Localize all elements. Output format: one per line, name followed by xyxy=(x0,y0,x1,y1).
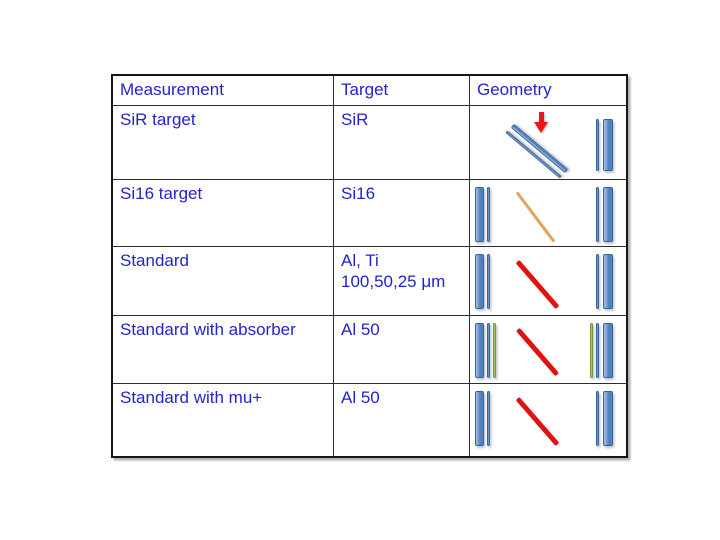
header-label: Target xyxy=(341,80,389,99)
header-cell-geometry: Geometry xyxy=(470,76,626,106)
detector-bar-thick-icon xyxy=(603,254,613,309)
target-label: Al, Ti xyxy=(341,251,379,270)
header-cell-measurement: Measurement xyxy=(113,76,334,106)
measurement-label: Standard with mu+ xyxy=(120,388,263,407)
measurement-label: SiR target xyxy=(120,110,196,129)
detector-bar-thin-icon xyxy=(487,187,490,242)
measurement-cell: Standard with absorber xyxy=(113,316,334,384)
geometry-diagram xyxy=(470,247,626,315)
detector-bar-thick-icon xyxy=(475,254,484,309)
target-line-icon xyxy=(515,327,560,377)
measurement-label: Si16 target xyxy=(120,184,203,203)
detector-bar-thick-icon xyxy=(475,187,484,242)
header-cell-target: Target xyxy=(334,76,470,106)
header-label: Geometry xyxy=(477,80,552,99)
geometry-cell xyxy=(470,384,626,456)
geometry-cell xyxy=(470,106,626,180)
target-cell: Al, Ti 100,50,25 μm xyxy=(334,247,470,316)
target-label: Al 50 xyxy=(341,388,380,407)
measurement-table: Measurement Target Geometry SiR target S… xyxy=(111,74,628,458)
tilted-target-line-icon xyxy=(505,130,562,179)
detector-bar-thin-icon xyxy=(487,254,490,309)
target-label-line2: 100,50,25 μm xyxy=(341,272,446,291)
measurement-cell: Standard xyxy=(113,247,334,316)
target-cell: Si16 xyxy=(334,180,470,247)
target-line-icon xyxy=(515,396,560,447)
detector-bar-thin-icon xyxy=(596,119,599,171)
detector-bar-thin-icon xyxy=(487,323,490,378)
geometry-diagram xyxy=(470,316,626,383)
target-cell: Al 50 xyxy=(334,384,470,456)
detector-bar-thick-icon xyxy=(603,119,613,171)
target-cell: Al 50 xyxy=(334,316,470,384)
detector-bar-thick-icon xyxy=(475,391,484,446)
beam-arrow-icon xyxy=(534,112,548,133)
detector-bar-thick-icon xyxy=(603,391,613,446)
measurement-label: Standard with absorber xyxy=(120,320,296,339)
measurement-label: Standard xyxy=(120,251,189,270)
header-label: Measurement xyxy=(120,80,224,99)
measurement-cell: Standard with mu+ xyxy=(113,384,334,456)
geometry-diagram xyxy=(470,180,626,246)
detector-bar-thin-icon xyxy=(596,254,599,309)
detector-bar-thin-icon xyxy=(596,323,599,378)
target-label: Si16 xyxy=(341,184,376,203)
target-label: SiR xyxy=(341,110,369,129)
detector-bar-thick-icon xyxy=(603,187,613,242)
geometry-cell xyxy=(470,247,626,316)
absorber-bar-icon xyxy=(590,323,593,378)
detector-bar-thin-icon xyxy=(596,391,599,446)
target-cell: SiR xyxy=(334,106,470,180)
geometry-diagram xyxy=(470,106,626,179)
target-line-icon xyxy=(515,191,556,243)
geometry-diagram xyxy=(470,384,626,456)
absorber-bar-icon xyxy=(493,323,496,378)
geometry-cell xyxy=(470,316,626,384)
measurement-cell: SiR target xyxy=(113,106,334,180)
detector-bar-thick-icon xyxy=(603,323,613,378)
detector-bar-thin-icon xyxy=(487,391,490,446)
measurement-cell: Si16 target xyxy=(113,180,334,247)
target-line-icon xyxy=(515,259,560,310)
geometry-cell xyxy=(470,180,626,247)
detector-bar-thin-icon xyxy=(596,187,599,242)
detector-bar-thick-icon xyxy=(475,323,484,378)
target-label: Al 50 xyxy=(341,320,380,339)
